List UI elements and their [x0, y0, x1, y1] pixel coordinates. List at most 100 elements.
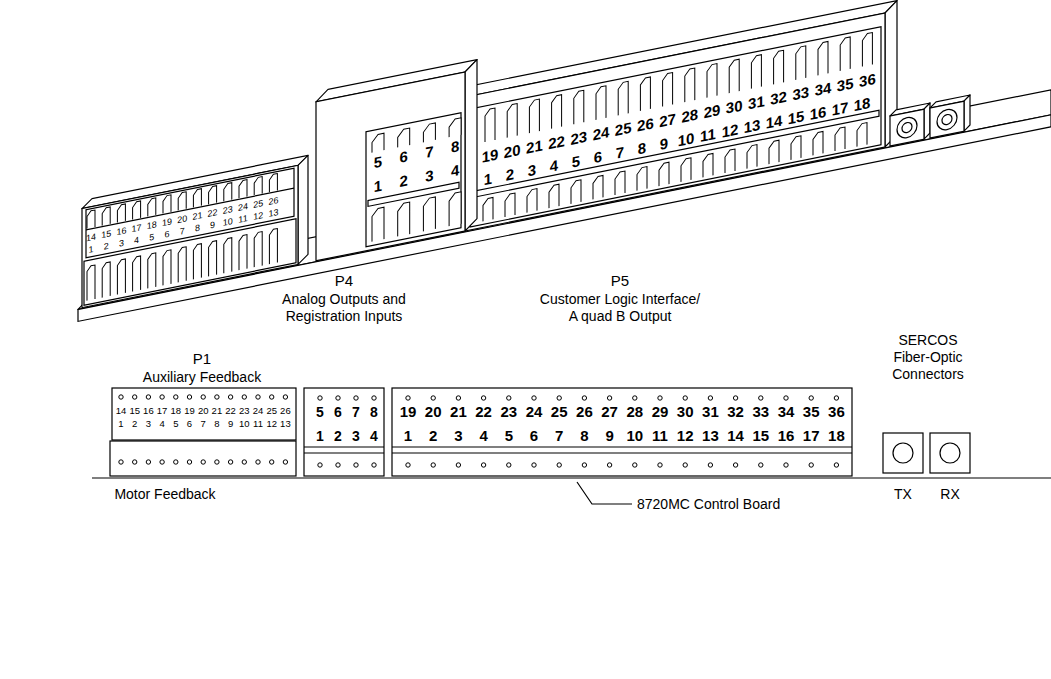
pin-number: 6	[164, 229, 169, 241]
pin-number: 24	[253, 405, 264, 416]
pin-number: 31	[702, 403, 719, 421]
pin-number: 17	[803, 427, 820, 445]
pin-hole	[733, 396, 737, 400]
p1-upper-plug-front	[112, 388, 296, 440]
pin-tab	[685, 68, 695, 102]
sercos-tx-front	[883, 433, 923, 473]
pin-tab	[659, 162, 669, 186]
pin-number: 19	[400, 403, 417, 421]
pin-number: 4	[159, 418, 164, 429]
pin-number: 12	[266, 418, 277, 429]
pin-tab	[857, 123, 867, 147]
pin-hole	[256, 460, 260, 464]
pin-number: 6	[400, 147, 408, 167]
pin-number: 3	[425, 166, 433, 186]
pin-number: 32	[770, 88, 787, 109]
pin-number: 1	[316, 428, 324, 445]
pin-tab	[747, 145, 757, 169]
board-edge	[78, 115, 1051, 322]
pin-number: 25	[253, 198, 263, 211]
p5-plug-band	[472, 110, 879, 197]
p5-plug-band	[392, 452, 852, 453]
pin-number: 23	[500, 403, 517, 421]
pin-number: 28	[626, 403, 643, 421]
pin-hole	[557, 463, 561, 467]
pin-hole	[607, 396, 611, 400]
pin-tab	[593, 175, 603, 199]
pin-hole	[759, 396, 763, 400]
pin-tab	[862, 33, 872, 67]
board-edge-front	[92, 477, 1051, 478]
pin-tab	[178, 247, 186, 283]
pin-tab	[596, 86, 606, 120]
pin-hole	[834, 463, 838, 467]
pin-tab	[224, 238, 232, 274]
pin-number: 6	[530, 427, 538, 445]
pin-hole	[228, 395, 232, 399]
pin-tab	[483, 197, 493, 221]
pin-number: 6	[594, 148, 602, 168]
pin-tab	[707, 64, 717, 98]
pin-tab	[398, 128, 410, 147]
pin-hole	[481, 396, 485, 400]
connector-caption: SERCOS Fiber-Optic Connectors	[883, 332, 973, 382]
fiber-optic-port	[940, 443, 960, 463]
pin-hole	[133, 395, 137, 399]
pin-number: 16	[810, 103, 827, 124]
pin-number: 8	[195, 223, 200, 235]
p5-housing	[425, 1, 897, 239]
p5-lower-pins	[483, 123, 867, 222]
p4-plug-opening	[366, 113, 461, 247]
pin-hole	[119, 395, 123, 399]
pin-hole	[633, 463, 637, 467]
pin-number: 33	[752, 403, 769, 421]
p4-lower-pins	[372, 192, 461, 242]
pin-number: 24	[238, 201, 248, 214]
pin-number: 10	[626, 427, 643, 445]
pin-number: 8	[214, 418, 219, 429]
pin-tab	[254, 177, 262, 196]
pin-hole	[759, 463, 763, 467]
pin-number: 23	[570, 128, 587, 149]
pin-tab	[372, 133, 384, 152]
pin-number: 17	[157, 405, 168, 416]
pin-tab	[813, 131, 823, 155]
pin-tab	[840, 37, 850, 71]
pin-tab	[663, 72, 673, 106]
leader-line	[577, 482, 632, 504]
p5-plug-front	[392, 388, 852, 476]
pin-number: 2	[400, 171, 408, 191]
pin-number: 30	[726, 96, 743, 117]
pin-number: 4	[370, 428, 378, 445]
pin-number: 2	[506, 165, 514, 185]
pin-number: 16	[778, 427, 795, 445]
p1-upper-holes	[119, 395, 288, 399]
pin-tab	[571, 180, 581, 204]
part-callout: 8720MC Control Board	[637, 496, 780, 513]
pin-tab	[269, 174, 277, 193]
pin-tab	[117, 259, 125, 295]
p4-plug-band	[304, 452, 384, 453]
pin-number: 21	[526, 136, 543, 157]
pin-number: 19	[482, 145, 499, 166]
pin-number: 13	[280, 418, 291, 429]
housing-front	[890, 109, 924, 146]
pin-tab	[87, 265, 95, 301]
pin-tab	[796, 46, 806, 80]
pin-number: 24	[526, 403, 543, 421]
p5-plug-opening	[470, 27, 881, 227]
pin-tab	[178, 192, 186, 211]
pin-number: 25	[615, 119, 632, 140]
pin-number: 5	[149, 232, 154, 244]
pin-number: 22	[225, 405, 236, 416]
pin-hole	[406, 463, 410, 467]
pin-number: 9	[605, 427, 613, 445]
pin-number: 28	[681, 105, 698, 126]
pin-tab	[372, 207, 384, 241]
p4-housing	[316, 60, 477, 261]
housing-front	[425, 13, 885, 239]
pin-number: 2	[429, 427, 437, 445]
pin-hole	[456, 396, 460, 400]
pin-number: 18	[171, 405, 182, 416]
pin-hole	[119, 460, 123, 464]
